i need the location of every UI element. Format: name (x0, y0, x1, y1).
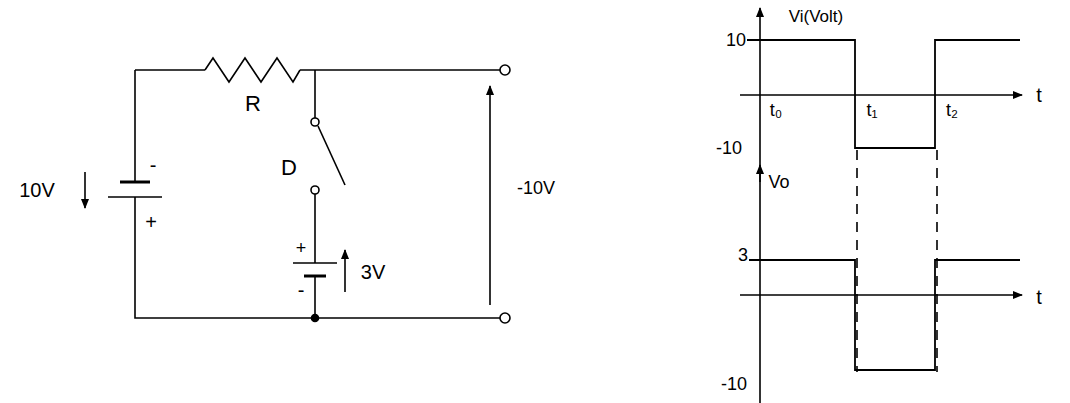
axis (740, 294, 1022, 296)
axis-title: Vo (767, 173, 790, 191)
axis-title: Vi(Volt) (788, 8, 845, 25)
time-mark: t₂ (945, 101, 959, 119)
wire (134, 70, 136, 182)
output-terminal (500, 313, 510, 323)
wire (300, 69, 500, 71)
axis-title: t (1035, 85, 1043, 105)
tick-value: 3 (737, 246, 749, 264)
waveform (742, 40, 1020, 148)
time-mark: t₁ (865, 101, 878, 119)
axis (759, 165, 761, 403)
wire (314, 194, 316, 263)
switch-contact (311, 118, 319, 126)
source-voltage: 10V (18, 180, 56, 200)
diode-label: D (280, 157, 298, 179)
output-terminal (500, 65, 510, 75)
wire (135, 69, 205, 71)
voltage-arrow (344, 250, 346, 292)
polarity-sign: + (295, 239, 308, 257)
output-voltage: -10V (516, 179, 556, 197)
polarity-sign: - (149, 155, 158, 175)
waveform (742, 260, 1020, 370)
resistor-label: R (244, 93, 262, 115)
wire (135, 197, 500, 318)
axis-title: t (1035, 287, 1043, 307)
battery-plate (293, 262, 337, 264)
tick-value: -10 (715, 139, 743, 157)
tick-value: 10 (725, 31, 747, 49)
wire (314, 70, 316, 118)
voltage-arrow (84, 172, 86, 208)
voltage-arrow (489, 86, 491, 305)
diode-switch (318, 126, 345, 185)
battery-plate (120, 181, 150, 184)
tick-value: -10 (720, 375, 748, 393)
dashed-guide (857, 150, 937, 372)
axis (740, 94, 1022, 96)
source-voltage: 3V (360, 262, 386, 282)
time-mark: t₀ (769, 101, 783, 119)
polarity-sign: - (297, 280, 306, 300)
resistor-symbol (205, 58, 300, 82)
wire (314, 276, 316, 318)
switch-contact (311, 186, 319, 194)
polarity-sign: + (144, 212, 158, 232)
